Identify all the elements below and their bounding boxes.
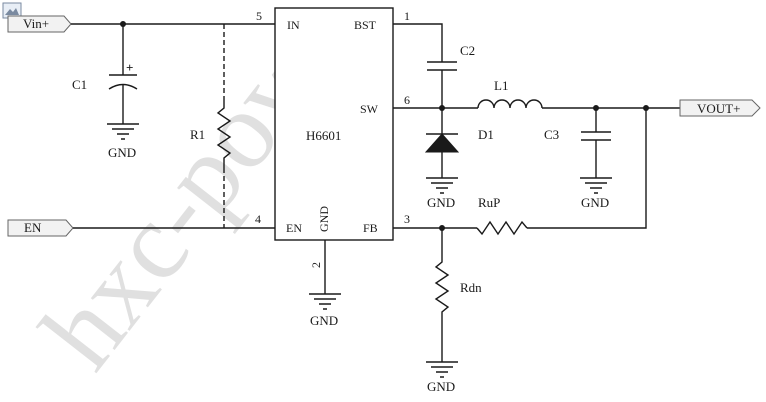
pin-gnd: GND [317, 206, 331, 232]
inductor-l1: L1 [477, 78, 680, 109]
rdn-label: Rdn [460, 280, 482, 295]
d1-label: D1 [478, 127, 494, 142]
resistor-rup: RuP [476, 195, 528, 236]
bst-wire [393, 23, 443, 62]
ground-ic-label: GND [310, 313, 338, 328]
ground-c1-label: GND [108, 145, 136, 160]
vin-port-label: Vin+ [23, 16, 49, 31]
c1-label: C1 [72, 77, 87, 92]
ground-ic: GND [309, 293, 341, 328]
resistor-rdn: Rdn [434, 228, 482, 362]
feedback-wire [527, 108, 647, 229]
pin-bst: BST [354, 18, 377, 32]
ground-c3: GND [580, 177, 612, 210]
ic-name: H6601 [306, 128, 341, 143]
pin-in: IN [287, 18, 300, 32]
pin-sw: SW [360, 102, 379, 116]
vout-port-label: VOUT+ [697, 101, 740, 116]
capacitor-c3: C3 [544, 108, 611, 178]
image-icon [2, 2, 22, 19]
en-port-label: EN [24, 220, 42, 235]
ground-d1-label: GND [427, 195, 455, 210]
vin-port: Vin+ [7, 15, 72, 33]
capacitor-c1: + C1 [72, 24, 138, 124]
pin-sw-number: 6 [404, 93, 410, 107]
pin-gnd-number: 2 [309, 262, 323, 268]
pin-en: EN [286, 221, 302, 235]
ground-rdn-label: GND [427, 379, 455, 394]
c2-label: C2 [460, 43, 475, 58]
ground-c3-label: GND [581, 195, 609, 210]
pin-en-number: 4 [255, 212, 261, 226]
pin-bst-number: 1 [404, 9, 410, 23]
ground-c1: GND [107, 123, 139, 160]
diode-d1: D1 [424, 108, 494, 178]
pin-in-number: 5 [256, 9, 262, 23]
pin-fb: FB [363, 221, 378, 235]
vout-port: VOUT+ [679, 99, 761, 117]
en-port: EN [7, 219, 74, 237]
c3-label: C3 [544, 127, 559, 142]
resistor-r1: R1 [190, 24, 232, 228]
capacitor-c2: C2 [427, 43, 475, 108]
c1-polarity: + [126, 60, 133, 75]
ic-h6601: H6601 IN 5 BST 1 SW 6 EN 4 FB 3 GND 2 [255, 7, 410, 268]
pin-fb-number: 3 [404, 212, 410, 226]
l1-label: L1 [494, 78, 508, 93]
ground-rdn: GND [426, 361, 458, 394]
ground-d1: GND [426, 177, 458, 210]
r1-label: R1 [190, 127, 205, 142]
rup-label: RuP [478, 195, 500, 210]
